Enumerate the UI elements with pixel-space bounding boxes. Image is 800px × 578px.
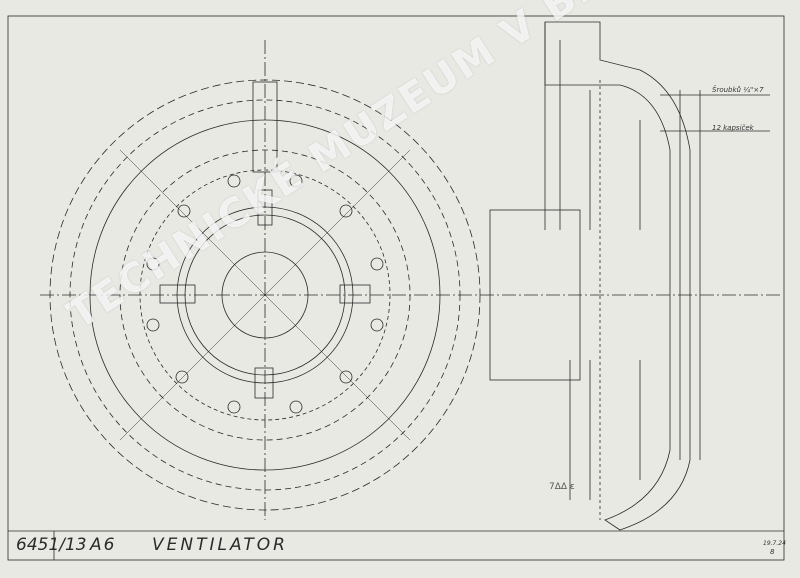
side-section-view (480, 21, 780, 531)
drawing-type: A6 (90, 535, 117, 555)
handwritten-mark: 7ΔΔ ε (549, 482, 575, 492)
drawing-title: VENTILATOR (152, 535, 288, 555)
front-view (40, 40, 481, 520)
sheet-number: 8 (770, 548, 775, 556)
drawing-number: 6451/13 (16, 535, 87, 555)
drawing-date: 19.7.24 (763, 540, 786, 547)
screws-note: Šroubků ¼"×7 (712, 86, 764, 94)
drawing-border (7, 15, 785, 561)
bolt-holes (146, 174, 384, 414)
pockets-note: 12 kapsiček (712, 124, 754, 132)
